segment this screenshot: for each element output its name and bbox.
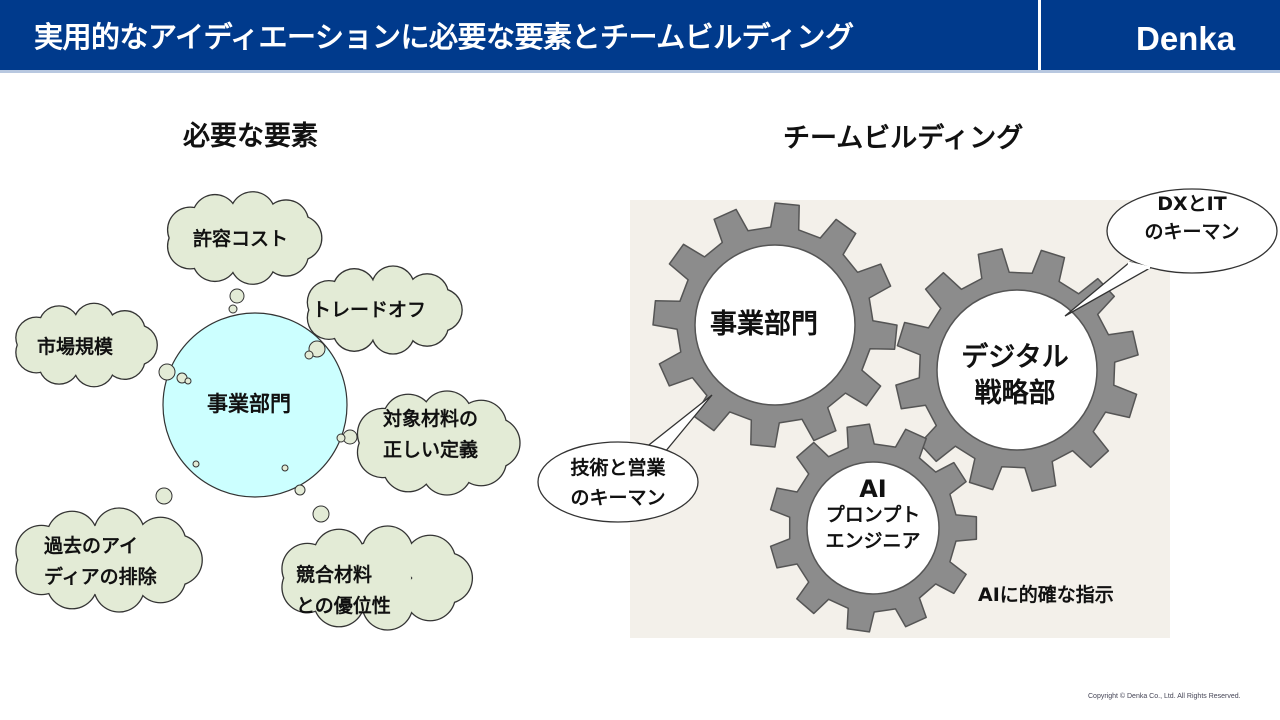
- thought-dot: [336, 433, 346, 443]
- header-underline: [0, 70, 1280, 73]
- gear-ai: [769, 423, 978, 633]
- left-heading: 必要な要素: [183, 121, 318, 152]
- cloud-competitor: [281, 525, 474, 631]
- cloud-competitor-1: 競合材料: [296, 564, 373, 586]
- thought-dot: [184, 377, 192, 385]
- cloud-market: 市場規模: [37, 336, 114, 358]
- cloud-competitor-2: との優位性: [296, 595, 391, 617]
- cloud-past-2: ディアの排除: [44, 566, 157, 588]
- gear-business-label: 事業部門: [710, 309, 818, 340]
- speech-bubble-dx: [1064, 188, 1278, 317]
- thought-dot: [312, 505, 330, 523]
- header-bar: 実用的なアイディエーションに必要な要素とチームビルディング Denka: [0, 0, 1280, 70]
- right-heading: チームビルディング: [783, 123, 1024, 154]
- center-circle: [162, 312, 348, 498]
- thought-dot: [281, 464, 289, 472]
- cloud-cost: 許容コスト: [193, 228, 289, 250]
- cloud-material-1: 対象材料の: [383, 408, 479, 430]
- header-divider: [1038, 0, 1041, 70]
- cloud-past-1: 過去のアイ: [44, 535, 139, 557]
- cloud-past: [15, 507, 203, 613]
- ai-note: AIに的確な指示: [978, 584, 1114, 606]
- cloud-market: [15, 302, 158, 388]
- gear-digital-label: デジタル戦略部: [961, 342, 1069, 409]
- copyright: Copyright © Denka Co., Ltd. All Rights R…: [1088, 693, 1241, 700]
- gear-business: [652, 202, 898, 448]
- thought-dot: [158, 363, 176, 381]
- thought-dot: [294, 484, 306, 496]
- thought-dot: [229, 288, 245, 304]
- cloud-cost: [166, 191, 323, 285]
- thought-dot: [228, 304, 238, 314]
- thought-dot: [304, 350, 314, 360]
- thought-dot: [155, 487, 173, 505]
- speech-bubble-tech: [537, 394, 713, 523]
- cloud-tradeoff: [306, 265, 463, 355]
- center-label: 事業部門: [207, 392, 291, 416]
- cloud-tradeoff: トレードオフ: [312, 299, 427, 321]
- bubble-tech-text: 技術と営業のキーマン: [570, 457, 666, 509]
- thought-dot: [192, 460, 200, 468]
- cloud-material: [356, 390, 521, 496]
- cloud-material-2: 正しい定義: [383, 439, 479, 461]
- slide-title: 実用的なアイディエーションに必要な要素とチームビルディング: [34, 20, 854, 54]
- denka-logo: Denka: [1136, 20, 1236, 57]
